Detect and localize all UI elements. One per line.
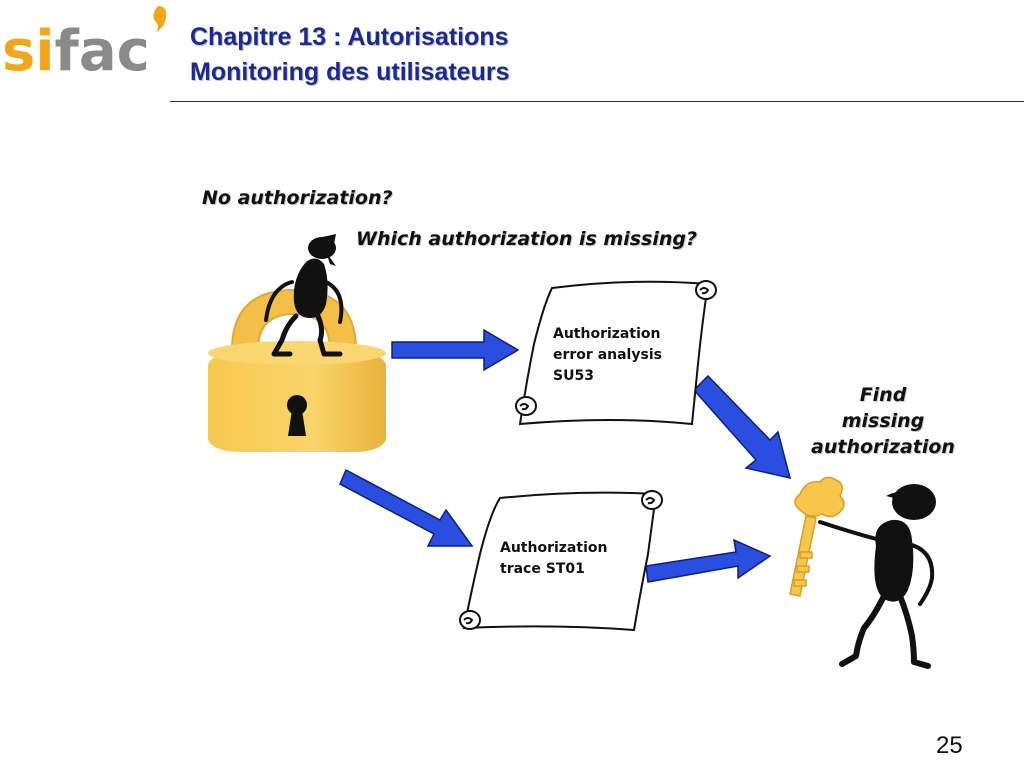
scroll-su53-text: Authorization error analysis SU53 [553,326,662,384]
arrow-su53-to-key [692,374,792,480]
scroll-su53 [515,280,717,426]
arrow-to-st01 [339,468,474,547]
question-which-missing: Which authorization is missing? [356,228,697,250]
result-find-missing-authorization: Find missing authorization [811,384,955,458]
title-divider [170,101,1024,102]
standing-person-icon [818,484,936,669]
page-number: 25 [936,732,963,759]
logo-drop-icon [153,6,167,32]
title-line-1: Chapitre 13 : Autorisations [190,23,509,51]
padlock-icon [208,288,386,452]
scroll-st01 [459,490,663,632]
scroll-st01-text: Authorization trace ST01 [500,540,608,577]
sifac-logo: sifac [0,0,180,100]
question-no-authorization: No authorization? [202,187,393,209]
sitting-person-icon [264,234,344,357]
arrow-to-su53 [391,328,520,372]
title-line-2: Monitoring des utilisateurs [190,58,510,86]
arrow-st01-to-key [645,538,772,583]
page-title: Chapitre 13 : Autorisations Monitoring d… [190,20,509,90]
key-icon [789,476,845,597]
sifac-logo-text: sifac [2,19,150,84]
